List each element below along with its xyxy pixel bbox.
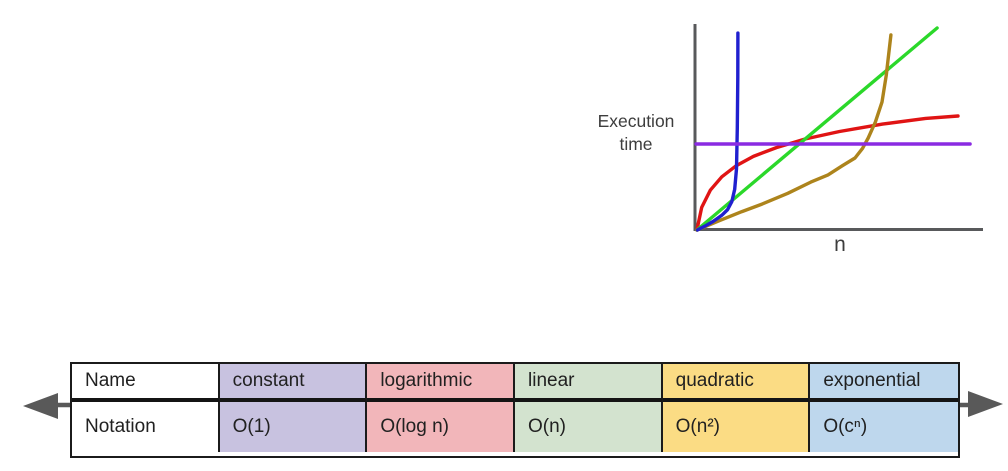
curves-group	[694, 26, 972, 232]
table-cell-logarithmic-notation: O(log n)	[367, 402, 515, 452]
curve-linear	[695, 26, 939, 232]
table-cell-notation-header: Notation	[72, 402, 220, 452]
table-cell-quadratic-notation: O(n²)	[662, 402, 811, 452]
table-cell-exponential-notation: O(cⁿ)	[810, 402, 958, 452]
table-cell-linear-name: linear	[515, 364, 663, 402]
curve-logarithmic	[695, 114, 960, 232]
arrow-left-head-icon	[23, 393, 58, 419]
x-axis-label: n	[834, 233, 846, 256]
table-cell-logarithmic-name: logarithmic	[367, 364, 515, 402]
table-cell-constant-notation: O(1)	[219, 402, 368, 452]
curve-quadratic	[695, 33, 893, 232]
table-cell-name-header: Name	[72, 364, 220, 402]
curve-exponential	[695, 31, 740, 232]
y-axis-label: Execution time	[597, 111, 675, 154]
arrow-right-head-icon	[968, 391, 1003, 417]
table-cell-linear-notation: O(n)	[515, 402, 663, 452]
complexity-table: Name constant logarithmic linear quadrat…	[70, 362, 960, 458]
table-cell-constant-name: constant	[219, 364, 368, 402]
table-cell-quadratic-name: quadratic	[662, 364, 811, 402]
complexity-chart	[693, 24, 983, 232]
table-cell-exponential-name: exponential	[810, 364, 958, 402]
